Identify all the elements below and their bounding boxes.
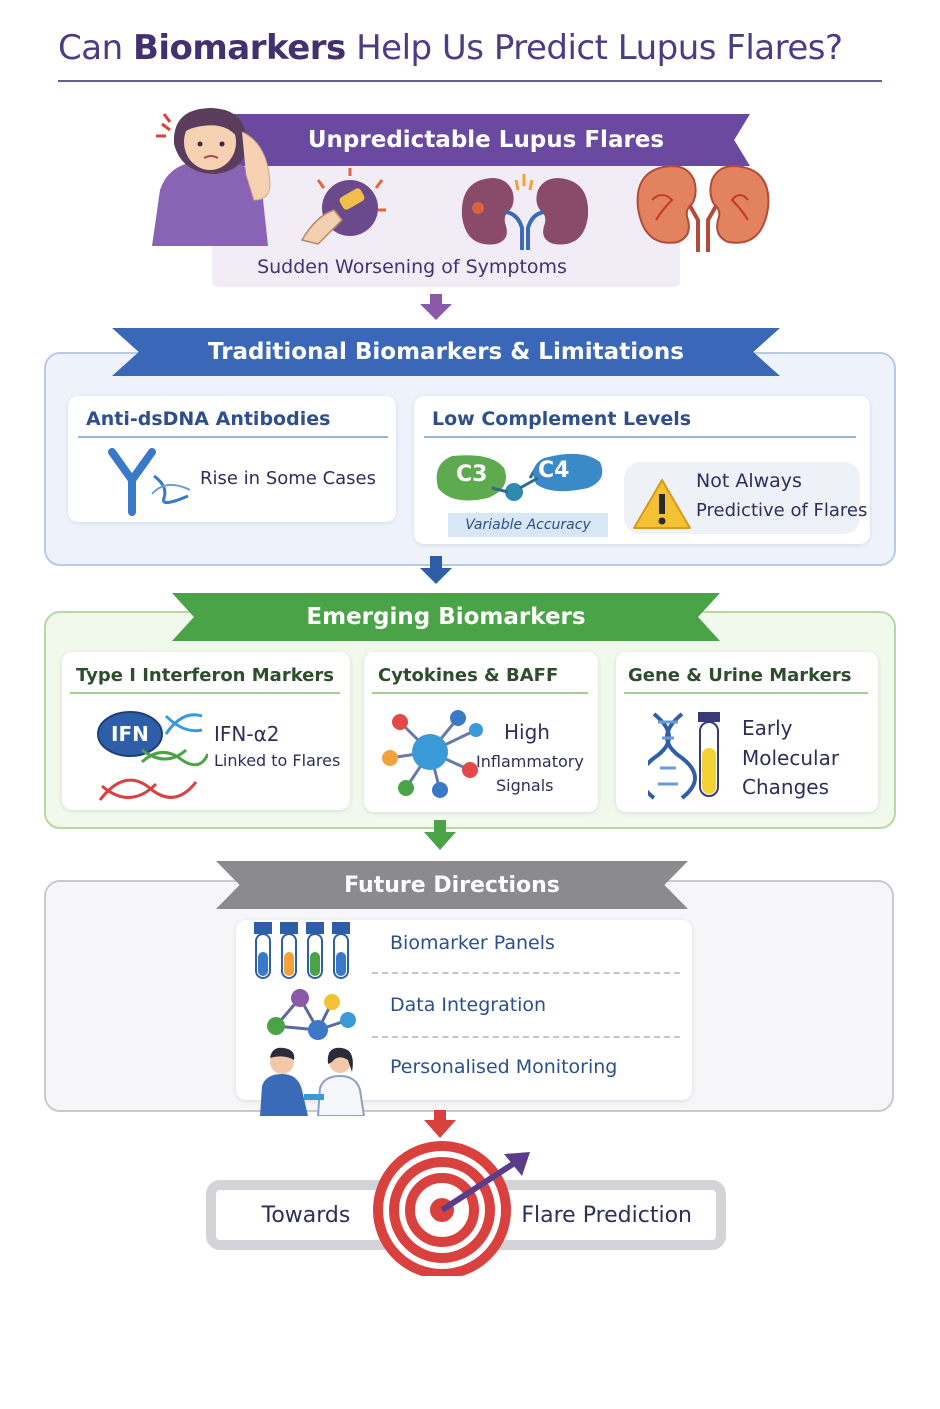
gene-line2: Molecular [742,746,840,770]
card-divider [78,436,388,438]
flare-prediction-pill: Flare Prediction [480,1180,726,1250]
ifn-line2: Linked to Flares [214,751,341,770]
anti-dsdna-card [68,396,396,522]
complement-heading: Low Complement Levels [432,408,692,430]
flares-panel [212,155,680,287]
head-pain-icon [300,168,386,245]
flares-subtitle: Sudden Worsening of Symptoms [257,256,567,278]
flares-ribbon: Unpredictable Lupus Flares [222,114,750,166]
gene-urine-heading: Gene & Urine Markers [628,665,852,686]
cytokines-heading: Cytokines & BAFF [378,665,559,686]
woman-headache-icon [152,108,271,246]
future-item-panels: Biomarker Panels [390,932,555,954]
interferon-dna-icon [97,711,208,801]
anti-dsdna-heading: Anti-dsDNA Antibodies [86,408,331,430]
title-divider [58,80,882,82]
complement-molecules-icon [436,453,603,501]
warning-icon [633,479,691,529]
doctor-patient-icon [260,1047,366,1116]
dna-urine-tube-icon [648,712,720,800]
inflamed-kidneys-icon [636,164,770,252]
arrow-down-icon [424,1110,456,1138]
antibody-icon [108,448,191,516]
arrow-down-icon [420,294,452,320]
interferon-heading: Type I Interferon Markers [76,665,334,686]
gene-line1: Early [742,716,793,740]
card-divider [70,692,340,694]
cytokine-line1: High [504,720,550,744]
variable-accuracy-tag: Variable Accuracy [448,513,608,537]
test-tubes-icon [254,922,350,979]
warning-line1: Not Always [696,470,802,492]
c3-label: C3 [456,462,488,487]
future-item-data: Data Integration [390,994,547,1016]
page-title: Can Biomarkers Help Us Predict Lupus Fla… [58,28,843,68]
traditional-ribbon: Traditional Biomarkers & Limitations [112,328,780,376]
future-divider [372,1036,680,1038]
c4-label: C4 [538,458,570,483]
cytokine-line3: Signals [496,776,554,795]
cytokine-network-icon [382,710,483,798]
future-ribbon: Future Directions [216,861,688,909]
card-divider [372,692,588,694]
future-item-monitoring: Personalised Monitoring [390,1056,618,1078]
emerging-ribbon: Emerging Biomarkers [172,593,720,641]
warning-line2: Predictive of Flares [696,500,868,521]
cytokine-line2: Inflammatory [476,752,584,771]
arrow-down-icon [424,820,456,850]
ifn-line1: IFN-α2 [214,722,280,746]
arrow-down-icon [420,556,452,584]
kidneys-icon [461,174,589,250]
gene-line3: Changes [742,775,829,799]
ifn-badge: IFN [111,722,149,746]
future-divider [372,972,680,974]
anti-dsdna-text: Rise in Some Cases [200,468,377,489]
data-network-icon [267,989,356,1040]
card-divider [424,436,856,438]
target-icon [373,1141,530,1276]
card-divider [624,692,868,694]
